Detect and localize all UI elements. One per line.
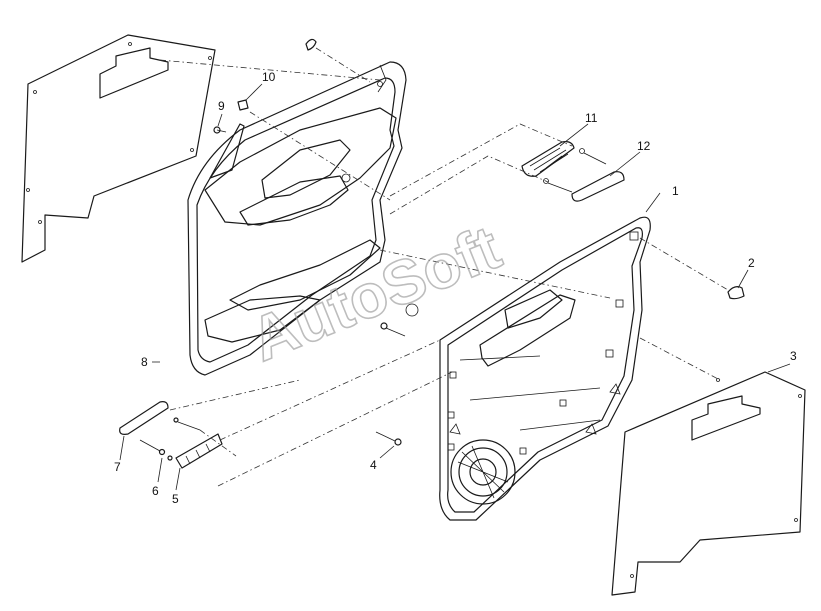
armrest-strip-12 bbox=[571, 171, 625, 202]
bracket-5 bbox=[175, 433, 223, 469]
callout-10: 10 bbox=[262, 70, 276, 84]
clip-2 bbox=[727, 286, 745, 300]
callout-9: 9 bbox=[218, 99, 225, 113]
callout-8: 8 bbox=[141, 355, 148, 369]
watermark-registered-mark bbox=[405, 303, 419, 317]
fastener-10 bbox=[237, 99, 249, 111]
assembly-lines bbox=[159, 47, 729, 487]
callout-11: 11 bbox=[585, 111, 598, 125]
callout-4: 4 bbox=[370, 458, 377, 472]
callout-7: 7 bbox=[114, 460, 121, 474]
callouts: 1 2 3 4 5 6 7 8 9 10 11 12 bbox=[114, 70, 797, 506]
screw-6 bbox=[139, 439, 173, 461]
watershield-sheet-left bbox=[21, 34, 216, 263]
callout-6: 6 bbox=[152, 484, 159, 498]
door-trim-panel bbox=[187, 61, 407, 376]
handle-component-11 bbox=[521, 141, 607, 193]
pull-handle-7 bbox=[119, 401, 169, 435]
callout-5: 5 bbox=[172, 492, 179, 506]
screw-9 bbox=[213, 126, 227, 134]
leader-lines bbox=[119, 83, 791, 491]
door-inner-frame bbox=[439, 216, 651, 521]
screw-4 bbox=[375, 431, 402, 446]
screw-upper bbox=[173, 417, 201, 431]
clip-top bbox=[305, 38, 317, 51]
screw-trim bbox=[380, 322, 406, 337]
callout-12: 12 bbox=[637, 139, 651, 153]
callout-1: 1 bbox=[672, 184, 679, 198]
callout-3: 3 bbox=[790, 349, 797, 363]
callout-2: 2 bbox=[748, 256, 755, 270]
watershield-sheet-right bbox=[611, 371, 806, 596]
